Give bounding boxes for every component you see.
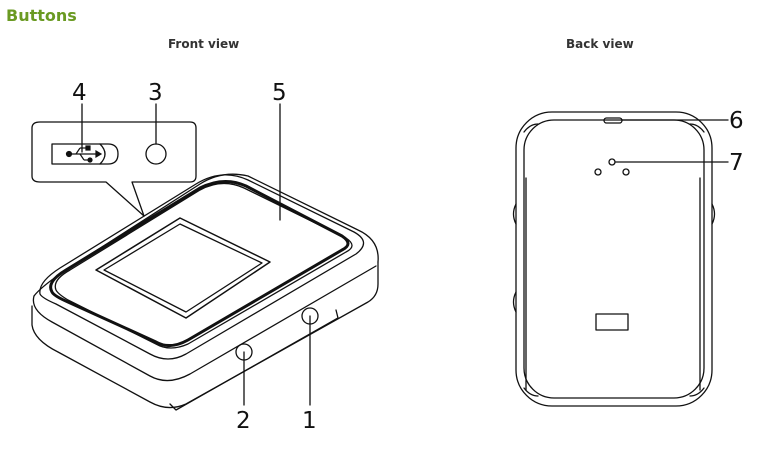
usb-port <box>51 143 119 165</box>
section-title: Buttons <box>6 6 77 25</box>
callout-1: 1 <box>302 408 317 434</box>
back-view-label: Back view <box>566 37 634 51</box>
back-case-inner <box>523 119 705 399</box>
device-base-front-edge <box>32 265 377 382</box>
right-bump <box>711 203 716 225</box>
corner-mark-tr <box>689 123 705 133</box>
callout-7: 7 <box>729 150 744 176</box>
lid-outer <box>39 174 365 360</box>
display-screen <box>95 217 271 319</box>
callout-3: 3 <box>148 80 163 106</box>
lid-panel <box>49 180 350 347</box>
back-device <box>512 111 716 407</box>
corner-mark-tl <box>523 123 539 133</box>
screw-hole-left <box>594 168 602 176</box>
display-screen-inner <box>103 223 263 313</box>
bottom-slot <box>169 309 339 411</box>
screw-hole-right <box>622 168 630 176</box>
device-base-rim <box>33 173 379 297</box>
front-device <box>31 173 379 411</box>
corner-mark-br <box>689 387 705 397</box>
corner-mark-bl <box>523 387 539 397</box>
left-bump-top <box>512 203 517 225</box>
left-bump-bottom <box>512 291 517 313</box>
usb-port-cap <box>99 143 106 165</box>
lid-inner <box>54 182 353 349</box>
device-body-outline <box>31 261 379 409</box>
microphone-hole <box>608 158 616 166</box>
callout-2: 2 <box>236 408 251 434</box>
back-case-outline <box>515 111 713 407</box>
callout-5: 5 <box>272 80 287 106</box>
callout-4: 4 <box>72 80 87 106</box>
label-window <box>595 313 629 331</box>
reset-hole <box>145 143 167 165</box>
connector-callout-bubble <box>31 121 197 217</box>
front-view-label: Front view <box>168 37 240 51</box>
usb-icon <box>65 145 103 163</box>
callout-6: 6 <box>729 108 744 134</box>
